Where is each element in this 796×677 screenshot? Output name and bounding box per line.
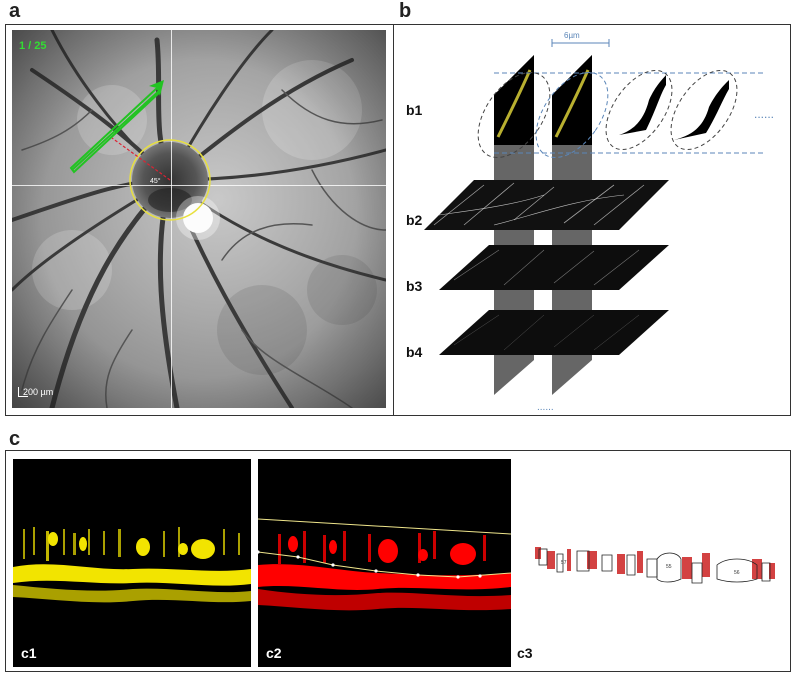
c2-label: c2 <box>266 645 282 661</box>
scan-overlay <box>69 80 211 221</box>
c1-image: c1 <box>13 459 251 667</box>
c2-image: c2 <box>258 459 511 667</box>
row-label-b3: b3 <box>406 278 423 294</box>
radius-line <box>111 137 171 181</box>
scale-bar-label: 200 µm <box>23 387 54 397</box>
panel-label-a: a <box>9 0 21 22</box>
scan-arrow <box>149 80 164 96</box>
layer-b4 <box>439 310 669 355</box>
fundus-vessels <box>12 30 386 408</box>
c3-region-label-2: 55 <box>666 564 672 570</box>
c3-region-label-3: 56 <box>734 570 740 576</box>
layer-b3 <box>439 245 669 290</box>
row-label-b4: b4 <box>406 344 423 360</box>
c3-label: c3 <box>517 645 533 661</box>
row-label-b1: b1 <box>406 102 423 118</box>
width-annotation: 6µm <box>564 31 580 40</box>
panel-b-frame <box>393 24 791 416</box>
frame-counter: 1 / 25 <box>19 40 47 52</box>
disc-circle <box>129 139 211 221</box>
b-bottom-ellipsis: ...... <box>537 402 554 413</box>
c3-region-label-1: 57 <box>561 560 567 566</box>
panel-c-frame <box>5 450 791 672</box>
fundus-image: 45° 1 / 25 200 µm <box>12 30 386 408</box>
layer-b2 <box>424 180 669 230</box>
b-3d-diagram: ...... ...... 6µm <box>424 31 774 413</box>
panel-label-b: b <box>399 0 412 22</box>
vertical-crosshair <box>171 30 172 408</box>
scale-bar-vertical <box>18 387 19 397</box>
c1-label: c1 <box>21 645 37 661</box>
horizontal-crosshair <box>12 185 386 186</box>
panel-label-c: c <box>9 428 21 450</box>
scale-bar-horizontal <box>18 396 28 397</box>
scan-arrow-shaft <box>71 89 161 171</box>
row-label-b2: b2 <box>406 212 423 228</box>
c3-image: 57 55 56 c3 <box>517 459 785 667</box>
b1-ellipsis: ...... <box>754 107 774 121</box>
angle-label: 45° <box>150 178 161 185</box>
